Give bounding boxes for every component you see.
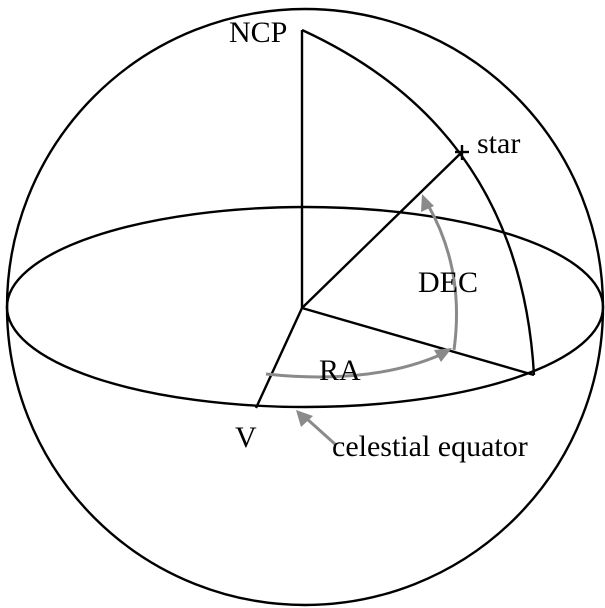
star-direction-line [301, 151, 463, 309]
ncp-label: NCP [229, 16, 287, 49]
vernal-direction-line [254, 307, 304, 409]
equator-pointer-line [304, 416, 338, 447]
vernal-point-label: V [235, 421, 257, 454]
meridian-arc [301, 28, 536, 376]
ra-arrowhead [434, 348, 452, 362]
equator-pointer-arrowhead [296, 410, 313, 427]
equator-ellipse [5, 205, 605, 409]
star-label: star [477, 127, 520, 160]
star-marker-icon [455, 145, 469, 160]
celestial-sphere-outline [5, 7, 605, 607]
celestial-equator-label: celestial equator [332, 430, 528, 463]
ra-label: RA [319, 354, 361, 387]
dec-label: DEC [418, 266, 478, 299]
dec-arc [426, 204, 459, 351]
ra-arc [265, 353, 441, 379]
star-hour-line [301, 306, 535, 377]
dec-arrowhead [421, 194, 434, 212]
